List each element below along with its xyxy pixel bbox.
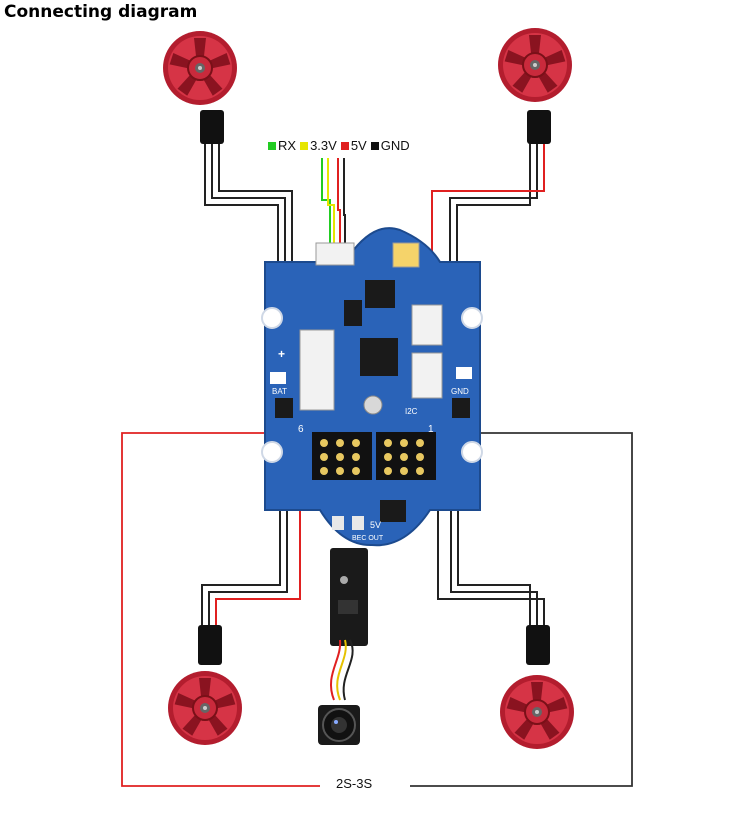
board-motor-1-label: 1	[428, 424, 434, 435]
motor-bottom-right	[499, 674, 575, 750]
legend-item-3v3: 3.3V	[300, 138, 337, 153]
legend-label-3v3: 3.3V	[310, 138, 337, 153]
legend-item-gnd: GND	[370, 138, 410, 153]
battery-label: 2S-3S	[336, 776, 373, 791]
vtx-module	[330, 548, 368, 646]
legend-label-gnd: GND	[380, 138, 410, 153]
legend-label-rx: RX	[278, 138, 297, 153]
motor-leads	[198, 110, 551, 665]
wires-battery	[121, 432, 633, 787]
bind-button	[392, 242, 420, 268]
flight-controller-board: + BAT GND I2C 6 1 5V BEC OUT	[261, 227, 483, 547]
motor-bottom-left	[167, 670, 243, 746]
wire-legend: RX 3.3V 5V GND	[268, 138, 410, 153]
board-i2c-label: I2C	[405, 407, 418, 416]
legend-swatch-rx	[268, 141, 276, 150]
camera-wires	[329, 639, 354, 701]
board-plus-label: +	[278, 347, 285, 361]
wires-motor-top-right	[431, 135, 545, 265]
legend-item-rx: RX	[268, 138, 296, 153]
wires-motor-top-left	[204, 135, 293, 265]
fpv-camera	[318, 705, 360, 745]
legend-item-5v: 5V	[340, 138, 367, 153]
board-5v-label: 5V	[370, 520, 381, 530]
motor-top-right	[497, 27, 573, 103]
board-bec-label: BEC OUT	[352, 535, 384, 542]
legend-swatch-3v3	[300, 141, 309, 150]
wires-motor-bottom-left	[201, 495, 301, 632]
mcu-chip	[365, 280, 395, 308]
motor-top-left	[162, 30, 238, 106]
side-connector	[299, 329, 335, 411]
wires-motor-bottom-right	[437, 495, 545, 632]
legend-swatch-gnd	[370, 141, 379, 150]
wires-receiver	[321, 158, 346, 245]
board-motor-6-label: 6	[298, 424, 304, 435]
board-gnd-label: GND	[451, 387, 469, 396]
driver-chip	[360, 338, 398, 376]
diagram-title: Connecting diagram	[4, 2, 198, 22]
receiver-connector	[315, 242, 355, 266]
board-bat-label: BAT	[272, 387, 287, 396]
legend-swatch-5v	[340, 141, 349, 150]
legend-label-5v: 5V	[350, 138, 367, 153]
